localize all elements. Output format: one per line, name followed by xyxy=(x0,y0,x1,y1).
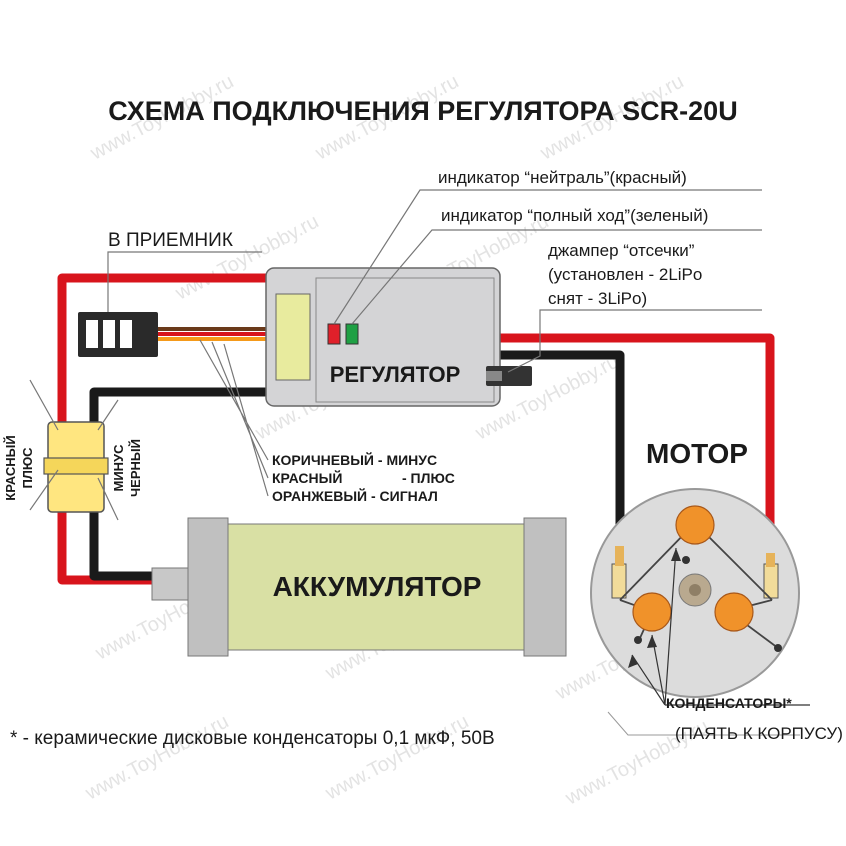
full-indicator-label: индикатор “полный ход”(зеленый) xyxy=(441,206,708,225)
neutral-indicator-pointer xyxy=(333,189,762,325)
minus-black-label-1: МИНУС xyxy=(111,444,126,492)
watermark: www.ToyHobby.ru xyxy=(321,711,472,805)
solder-to-case-label: (ПАЯТЬ К КОРПУСУ) xyxy=(675,724,843,743)
red-plus-label-2: ПЛЮС xyxy=(20,447,35,489)
battery-label: АККУМУЛЯТОР xyxy=(273,571,482,602)
minus-black-pointer xyxy=(97,399,119,521)
jumper-label-line3: снят - 3LiPo) xyxy=(548,289,647,308)
led-green xyxy=(345,323,359,345)
capacitor-left xyxy=(632,592,672,632)
receiver-plug xyxy=(78,312,158,357)
battery xyxy=(151,517,567,657)
jumper-label-line1: джампер “отсечки” xyxy=(548,241,695,260)
servo-wires xyxy=(158,327,276,341)
wire-red-label-1: КРАСНЫЙ xyxy=(272,469,342,486)
wire-legend-pointer xyxy=(199,339,269,497)
motor xyxy=(590,488,800,698)
capacitors-label: КОНДЕНСАТОРЫ* xyxy=(666,695,792,711)
led-red xyxy=(327,323,341,345)
battery-connector xyxy=(43,421,109,513)
regulator-label: РЕГУЛЯТОР xyxy=(330,362,461,387)
red-plus-pointer xyxy=(29,379,59,511)
full-indicator-pointer xyxy=(351,229,762,325)
watermark: www.ToyHobby.ru xyxy=(81,711,232,805)
capacitor-right xyxy=(714,592,754,632)
red-plus-label-1: КРАСНЫЙ xyxy=(3,435,18,500)
motor-terminal-left xyxy=(611,563,627,599)
receiver-pointer xyxy=(107,251,262,312)
receiver-label: В ПРИЕМНИК xyxy=(108,230,233,251)
regulator xyxy=(265,267,532,407)
wire-brown-label: КОРИЧНЕВЫЙ - МИНУС xyxy=(272,451,437,468)
jumper-pointer xyxy=(507,309,762,373)
capacitor-pointer xyxy=(631,547,810,706)
diagram-title: СХЕМА ПОДКЛЮЧЕНИЯ РЕГУЛЯТОРА SCR-20U xyxy=(108,96,737,126)
minus-black-label-2: ЧЕРНЫЙ xyxy=(128,439,143,497)
red-wire-motor xyxy=(500,333,775,555)
motor-label: МОТОР xyxy=(646,438,748,469)
jumper-label-line2: (установлен - 2LiPo xyxy=(548,265,702,284)
footnote: * - керамические дисковые конденсаторы 0… xyxy=(10,728,495,749)
wire-orange-label: ОРАНЖЕВЫЙ - СИГНАЛ xyxy=(272,487,438,504)
capacitor-top xyxy=(675,505,715,545)
neutral-indicator-label: индикатор “нейтраль”(красный) xyxy=(438,168,687,187)
wire-red-label-2: - ПЛЮС xyxy=(402,470,455,486)
